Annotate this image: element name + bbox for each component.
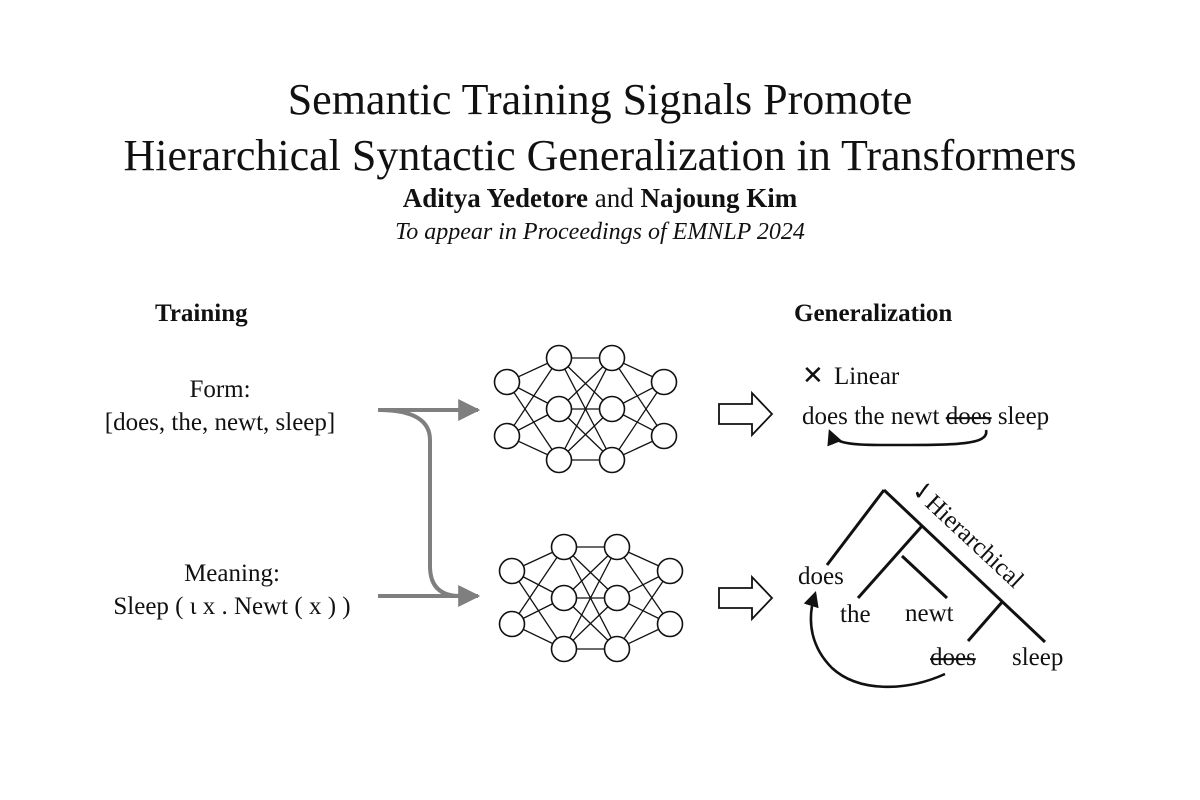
title-line-1: Semantic Training Signals Promote: [287, 75, 913, 124]
linear-cross-icon: ✕: [802, 361, 824, 390]
nn-node: [493, 422, 521, 450]
author-1: Aditya Yedetore: [402, 183, 588, 213]
linear-word: newt: [891, 403, 940, 430]
nn-edge: [563, 546, 618, 650]
nn-node: [598, 395, 626, 423]
nn-node: [650, 422, 678, 450]
nn-node: [603, 635, 631, 663]
title-line-2: Hierarchical Syntactic Generalization in…: [123, 131, 1077, 180]
training-heading: Training: [155, 300, 248, 327]
nn-node: [656, 557, 684, 585]
meaning-block: Meaning: Sleep ( ι x . Newt ( x ) ): [72, 557, 392, 623]
linear-word: does: [802, 403, 848, 430]
syntax-tree: [825, 488, 1047, 644]
block-arrow-hierarchical: [718, 574, 774, 622]
generalization-heading: Generalization: [794, 300, 953, 327]
nn-edge: [616, 570, 671, 650]
venue: To appear in Proceedings of EMNLP 2024: [395, 219, 805, 245]
form-block: Form: [does, the, newt, sleep]: [60, 373, 380, 439]
hierarchical-label: Hierarchical: [920, 490, 1029, 594]
nn-edge: [611, 381, 665, 461]
nn-node: [545, 344, 573, 372]
nn-node: [550, 533, 578, 561]
tree-word-newt: newt: [905, 600, 954, 627]
author-2: Najoung Kim: [640, 183, 798, 213]
linear-movement-arrow: [827, 429, 988, 447]
cross-connector: [377, 408, 461, 598]
nn-edge: [558, 357, 613, 461]
form-value: [does, the, newt, sleep]: [104, 409, 336, 436]
tree-word-sleep: sleep: [1012, 644, 1063, 671]
author-join: and: [594, 183, 634, 213]
meaning-value: Sleep ( ι x . Newt ( x ) ): [113, 593, 351, 620]
nn-edge: [511, 546, 565, 625]
nn-node: [550, 635, 578, 663]
nn-node: [498, 610, 526, 638]
linear-sentence: does the newt does sleep: [802, 403, 1049, 430]
nn-node: [656, 610, 684, 638]
nn-node: [598, 446, 626, 474]
neural-network-meaning: [498, 533, 684, 663]
nn-node: [545, 395, 573, 423]
form-label: Form:: [189, 376, 251, 403]
nn-edge: [616, 546, 671, 625]
block-arrow-linear: [718, 390, 774, 438]
nn-node: [545, 446, 573, 474]
nn-node: [650, 368, 678, 396]
nn-node: [603, 584, 631, 612]
nn-node: [493, 368, 521, 396]
linear-word-struck: does: [946, 403, 992, 430]
authors: Aditya Yedetore and Najoung Kim: [0, 183, 1200, 214]
nn-node: [498, 557, 526, 585]
nn-node: [550, 584, 578, 612]
linear-word: the: [854, 403, 885, 430]
tree-word-the: the: [840, 601, 871, 628]
hierarchical-check-icon: ✓: [912, 477, 934, 506]
linear-label: Linear: [834, 363, 900, 390]
tree-word-does: does: [798, 563, 844, 590]
meaning-label: Meaning:: [184, 560, 280, 587]
nn-node: [603, 533, 631, 561]
nn-edge: [511, 570, 565, 650]
neural-network-form: [493, 344, 678, 474]
nn-edge: [506, 357, 560, 437]
tree-word-does-struck: does: [930, 644, 976, 671]
linear-word: sleep: [998, 403, 1049, 430]
hierarchical-movement-arrow: [803, 591, 946, 689]
nn-edge: [611, 357, 665, 437]
nn-node: [598, 344, 626, 372]
nn-edge: [506, 381, 560, 461]
gray-arrows: [377, 399, 481, 607]
